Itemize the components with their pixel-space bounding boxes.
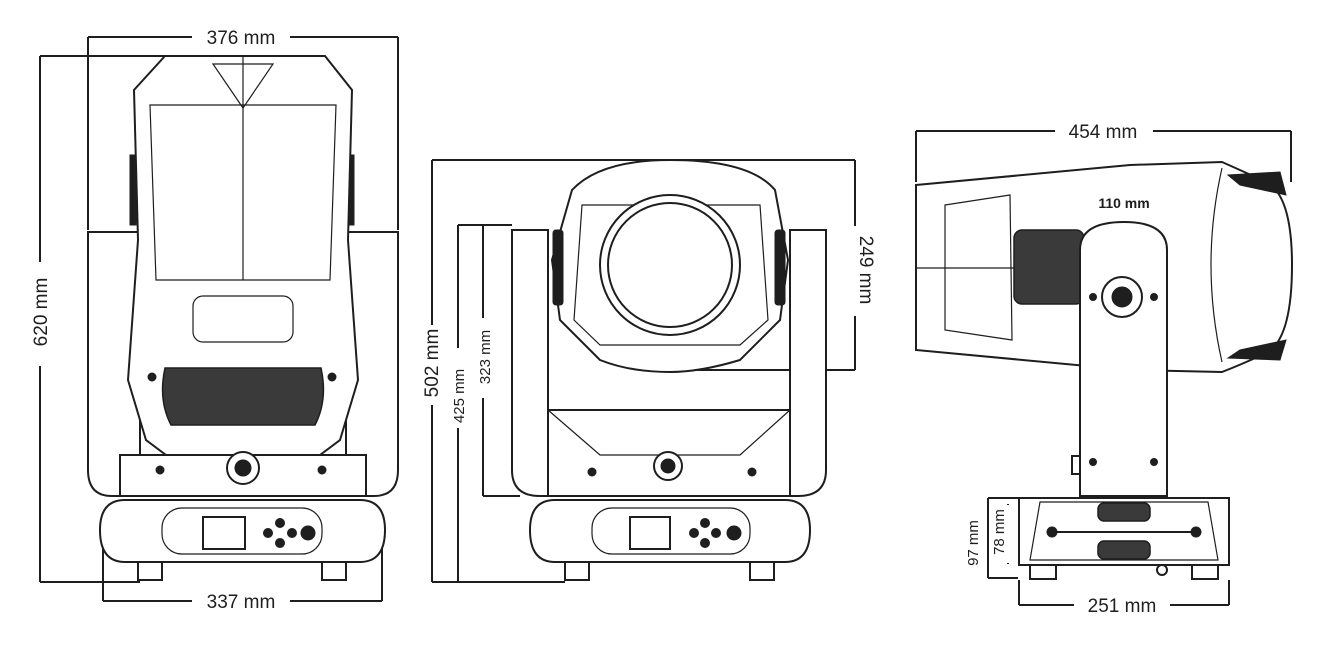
label-502: 502 mm: [422, 329, 443, 398]
top-vent-grille: [1013, 229, 1085, 305]
label-454: 454 mm: [1069, 122, 1138, 143]
top-view: 454 mm 110 mm 97 mm 78 mm 251 mm: [915, 120, 1294, 618]
label-323: 323 mm: [477, 330, 494, 384]
label-620: 620 mm: [31, 278, 52, 347]
label-251: 251 mm: [1088, 596, 1157, 617]
label-110: 110 mm: [1098, 195, 1149, 211]
label-376: 376 mm: [207, 28, 276, 49]
label-249: 249 mm: [855, 236, 876, 305]
label-337: 337 mm: [207, 592, 276, 613]
side-view: 502 mm 425 mm 323 mm 249 mm: [420, 158, 876, 583]
label-78: 78 mm: [991, 509, 1008, 555]
label-97: 97 mm: [965, 520, 982, 566]
front-vent-grille: [161, 367, 325, 426]
label-425: 425 mm: [451, 369, 468, 423]
front-view: 376 mm 620 mm 337 mm: [28, 26, 399, 614]
